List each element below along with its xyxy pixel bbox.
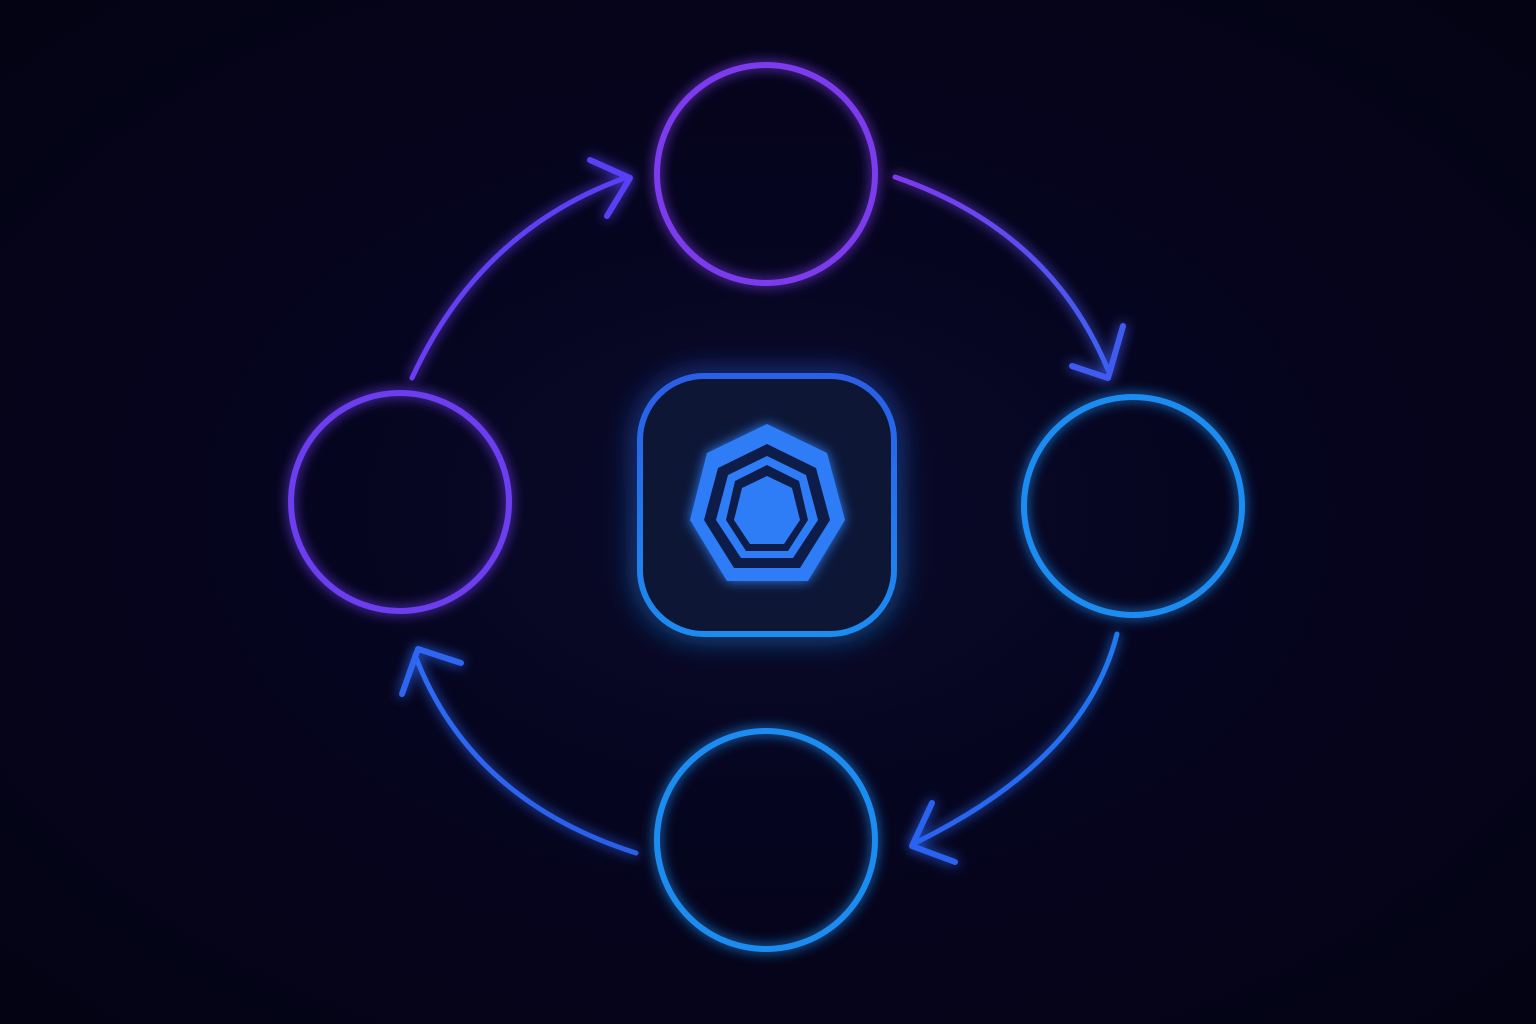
node-left[interactable] (288, 390, 512, 614)
arc-left-to-top (409, 157, 633, 381)
arc-top-to-right (892, 174, 1126, 381)
kubernetes-heptagon-icon (690, 424, 845, 581)
node-top[interactable] (654, 62, 878, 286)
node-bottom[interactable] (654, 728, 878, 952)
arc-bottom-to-left (399, 646, 639, 856)
arc-right-to-bottom (909, 631, 1120, 865)
node-right[interactable] (1021, 394, 1245, 618)
